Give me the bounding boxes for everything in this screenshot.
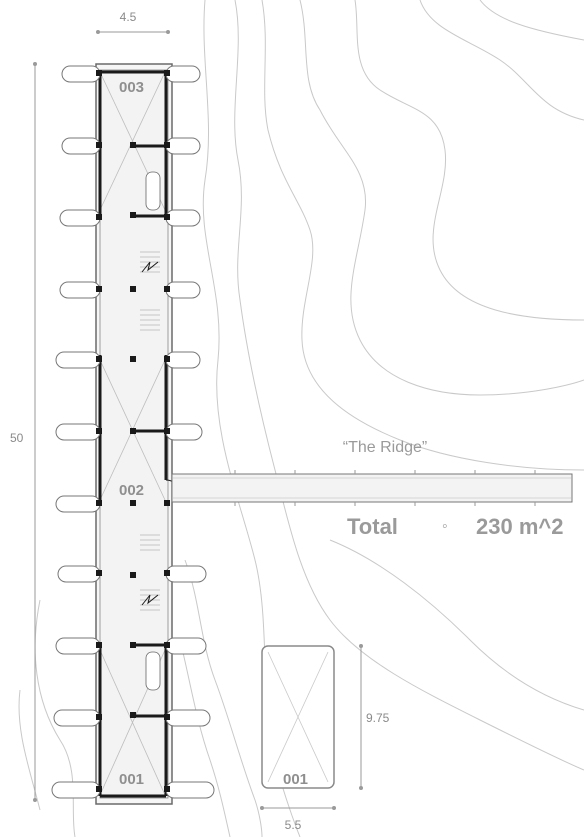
dimension-label-length: 50 bbox=[10, 431, 24, 445]
dimension-label-width: 4.5 bbox=[120, 10, 137, 24]
total-area-summary: Total ◦ 230 m^2 bbox=[347, 514, 563, 539]
site-name: “The Ridge” bbox=[343, 439, 427, 456]
walkway-bridge bbox=[171, 470, 573, 506]
room-label-003: 003 bbox=[119, 79, 144, 96]
dimension-length-side: 50 bbox=[10, 62, 37, 802]
bullet-icon: ◦ bbox=[442, 518, 448, 535]
dimension-label-module-height: 9.75 bbox=[366, 711, 390, 725]
room-label-002: 002 bbox=[119, 482, 144, 499]
room-label-001: 001 bbox=[119, 771, 144, 788]
dimension-label-module-width: 5.5 bbox=[285, 818, 302, 832]
building-longitudinal bbox=[95, 63, 181, 805]
dimension-width-top: 4.5 bbox=[96, 10, 170, 34]
total-label: Total bbox=[347, 514, 398, 539]
module-diagram: 001 9.75 5.5 bbox=[260, 644, 390, 832]
module-label-001: 001 bbox=[283, 771, 308, 788]
total-area-value: 230 m^2 bbox=[476, 514, 563, 539]
